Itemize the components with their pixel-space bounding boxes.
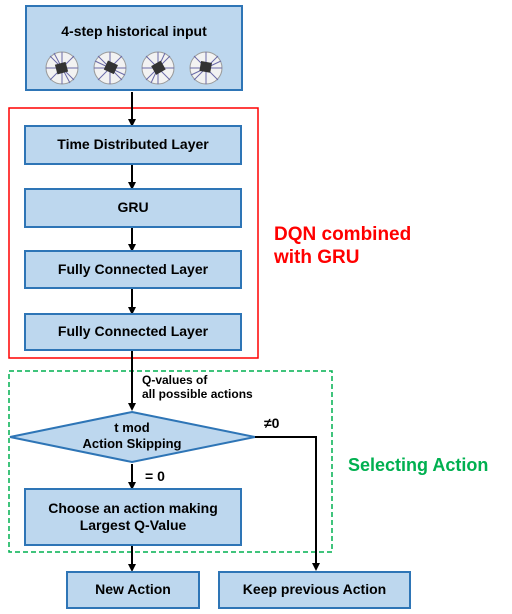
qvalues-label-line2: all possible actions (142, 387, 253, 402)
gru-layer: GRU (24, 188, 242, 228)
frame-icon-3 (141, 51, 175, 84)
dqn-group-label: DQN combined with GRU (274, 224, 411, 270)
historical-input-title: 4-step historical input (61, 23, 207, 39)
fully-connected-layer-2: Fully Connected Layer (24, 313, 242, 351)
time-distributed-layer: Time Distributed Layer (24, 125, 242, 165)
dqn-group-border (8, 107, 259, 359)
selecting-action-label: Selecting Action (348, 455, 489, 475)
choose-action-line2: Largest Q-Value (79, 517, 187, 533)
keep-previous-action-box: Keep previous Action (218, 571, 411, 609)
equal-zero-label: = 0 (145, 468, 165, 484)
new-action-box: New Action (66, 571, 200, 609)
arrow-decision-to-keep (255, 436, 320, 571)
not-equal-zero-label: ≠0 (264, 415, 280, 431)
qvalues-label: Q-values of all possible actions (142, 373, 253, 402)
dqn-group-label-line1: DQN combined (274, 224, 412, 245)
choose-action-box: Choose an action making Largest Q-Value (24, 488, 242, 546)
input-frames (45, 51, 223, 85)
decision-diamond (9, 410, 256, 464)
decision-text-line1: t mod (114, 420, 150, 435)
qvalues-label-line1: Q-values of (142, 373, 208, 387)
historical-input-box: 4-step historical input (25, 5, 243, 91)
decision-text-line2: Action Skipping (82, 436, 182, 452)
choose-action-line1: Choose an action making (48, 499, 218, 516)
dqn-group-label-line2: with GRU (274, 246, 360, 268)
frame-icon-2 (93, 51, 127, 84)
frame-icon-4 (189, 51, 223, 84)
selecting-group-border (8, 370, 333, 553)
decision-text: t mod Action Skipping (62, 420, 202, 453)
frame-icon-1 (45, 51, 79, 84)
fully-connected-layer-1: Fully Connected Layer (24, 250, 242, 289)
